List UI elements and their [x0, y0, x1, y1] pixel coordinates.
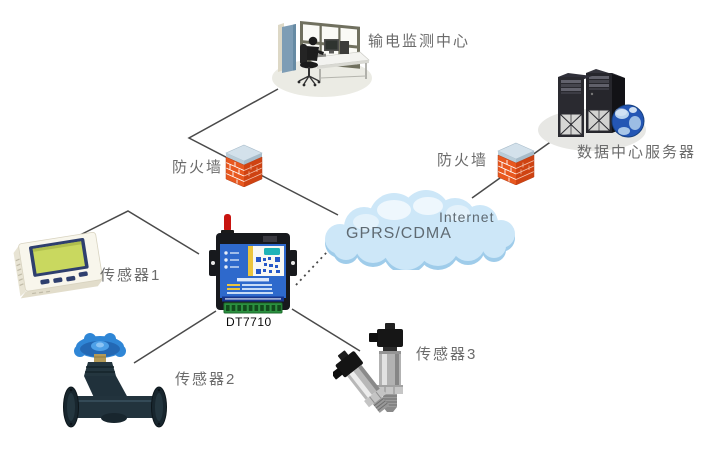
vents: [15, 258, 51, 295]
valve-stem: [94, 354, 106, 363]
firewall-right-icon: [497, 142, 535, 185]
sensor2-label: 传感器2: [175, 371, 237, 388]
antenna: [224, 214, 231, 232]
office-chair: [300, 44, 307, 65]
data-center-label: 数据中心服务器: [577, 144, 697, 161]
globe-icon: [611, 104, 645, 138]
gprs-cloud-icon: [325, 190, 515, 270]
data-center-servers-illustration: [538, 69, 646, 151]
sensor2-illustration: [63, 333, 167, 428]
sensor3-label: 传感器3: [416, 346, 478, 363]
edge-sensor1-to-dtu: [75, 210, 200, 255]
desktop-tower: [340, 41, 349, 54]
valve-neck: [84, 376, 128, 402]
operator-person: [308, 36, 318, 46]
dtu-label: DT7710: [226, 315, 272, 329]
sensor1-label: 传感器1: [100, 267, 162, 284]
spec-print: [227, 278, 273, 294]
edge-dtu-to-sensor3: [291, 308, 361, 352]
transmitter-tilted: [333, 350, 390, 413]
server-tower-right: [586, 69, 625, 133]
valve-bonnet: [84, 362, 116, 376]
edge-monitoring-to-cloud: [187, 88, 339, 216]
dtu-device-illustration: [209, 214, 297, 314]
internet-label: Internet: [439, 209, 495, 225]
server-tower-left: [558, 73, 592, 137]
status-leds: [224, 251, 239, 269]
gprs-cdma-label: GPRS/CDMA: [346, 225, 452, 242]
firewall-left-label: 防火墙: [172, 159, 224, 176]
sensor1-illustration: [13, 231, 103, 299]
blue-panel: [282, 24, 296, 73]
valve-handwheel: [74, 333, 126, 358]
brand-logo: [264, 248, 280, 255]
firewall-right-label: 防火墙: [437, 152, 489, 169]
transmitter-upright: [369, 323, 403, 412]
qr-code: [256, 257, 280, 274]
monitoring-center-label: 输电监测中心: [368, 33, 471, 50]
buttons: [40, 271, 88, 285]
monitoring-center-illustration: [272, 21, 372, 97]
sensor3-illustration: [333, 323, 403, 413]
edge-dtu-to-sensor2: [133, 310, 217, 364]
edge-dtu-to-cloud-dashed: [295, 251, 328, 286]
firewall-left-icon: [225, 144, 263, 187]
